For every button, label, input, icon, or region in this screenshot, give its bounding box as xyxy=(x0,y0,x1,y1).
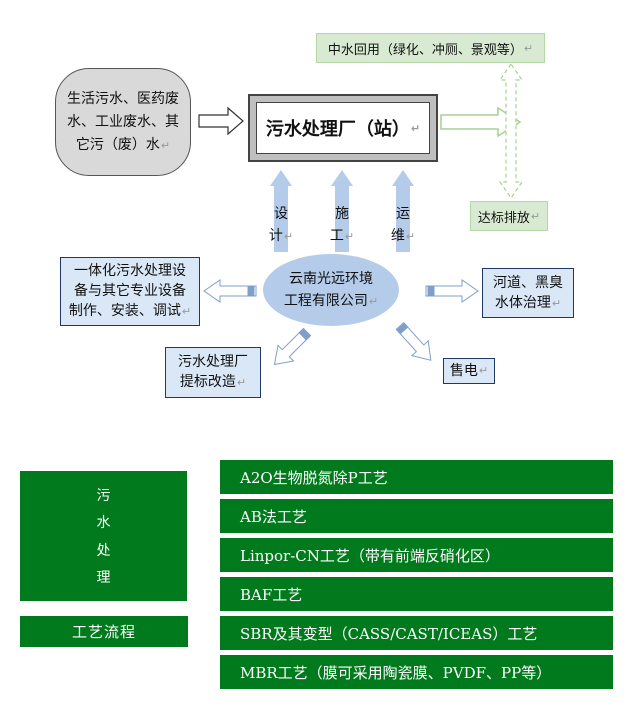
wastewater-source-node: 生活污水、医药废 水、工业废水、其 它污（废）水↵ xyxy=(55,68,191,176)
paragraph-mark: ↵ xyxy=(283,229,294,243)
to-power-arrow xyxy=(395,321,432,361)
equipment-line-2: 备与其它专业设备 xyxy=(74,283,186,299)
paragraph-mark: ↵ xyxy=(160,138,171,152)
source-to-plant-arrow xyxy=(198,106,244,136)
paragraph-mark: ↵ xyxy=(405,229,416,243)
to-equipment-arrow xyxy=(203,279,257,303)
discharge-label: 达标排放 xyxy=(477,210,530,226)
process-item: Linpor-CN工艺（带有前端反硝化区） xyxy=(220,538,613,572)
stage-construction: 施 工↵ xyxy=(328,200,356,250)
source-line-2: 水、工业废水、其 xyxy=(67,113,179,130)
process-item: SBR及其变型（CASS/CAST/ICEAS）工艺 xyxy=(220,616,613,650)
process-text: AB法工艺 xyxy=(240,507,307,526)
to-upgrade-arrow xyxy=(273,327,312,366)
sewage-char-4: 理 xyxy=(96,570,111,587)
process-item: AB法工艺 xyxy=(220,499,613,533)
paragraph-mark: ↵ xyxy=(523,41,534,55)
stage-design-char-2: 计 xyxy=(268,227,283,244)
equipment-line-1: 一体化污水处理设 xyxy=(74,263,186,279)
operation-up-arrow xyxy=(392,170,414,252)
paragraph-mark: ↵ xyxy=(368,294,379,308)
sewage-char-3: 处 xyxy=(96,542,111,559)
company-node: 云南光远环境 工程有限公司↵ xyxy=(263,254,399,326)
paragraph-mark: ↵ xyxy=(410,121,421,135)
company-line-2: 工程有限公司 xyxy=(283,292,368,309)
paragraph-mark: ↵ xyxy=(530,209,541,223)
sewage-treatment-panel: 污 水 处 理 xyxy=(20,471,187,601)
process-item: A2O生物脱氮除P工艺 xyxy=(220,460,613,494)
water-reuse-node: 中水回用（绿化、冲厕、景观等）↵ xyxy=(316,33,545,63)
river-line-1: 河道、黑臭 xyxy=(493,274,563,291)
process-text: MBR工艺（膜可采用陶瓷膜、PVDF、PP等） xyxy=(240,663,552,682)
process-text: SBR及其变型（CASS/CAST/ICEAS）工艺 xyxy=(240,624,538,643)
stage-operation-char-1: 运 xyxy=(396,205,410,222)
construction-up-arrow xyxy=(331,170,353,252)
design-up-arrow xyxy=(270,170,292,252)
process-flow-text: 工艺流程 xyxy=(71,623,136,641)
equipment-line-3: 制作、安装、调试 xyxy=(68,303,181,319)
power-label: 售电 xyxy=(449,363,478,379)
stage-construction-char-1: 施 xyxy=(335,205,349,222)
plant-label: 污水处理厂（站） xyxy=(265,119,410,140)
upgrade-line-2: 提标改造 xyxy=(179,374,236,390)
upgrade-line-1: 污水处理厂 xyxy=(178,354,248,370)
process-item: BAF工艺 xyxy=(220,577,613,611)
company-line-1: 云南光远环境 xyxy=(289,270,373,287)
paragraph-mark: ↵ xyxy=(344,229,355,243)
source-line-1: 生活污水、医药废 xyxy=(67,90,179,107)
stage-operation-char-2: 维 xyxy=(390,227,405,244)
river-line-2: 水体治理 xyxy=(494,294,551,311)
sewage-char-2: 水 xyxy=(96,515,111,532)
to-river-arrow xyxy=(425,279,479,303)
treatment-plant-node: 污水处理厂（站）↵ xyxy=(256,102,430,154)
process-flow-label: 工艺流程 xyxy=(20,616,188,647)
sewage-char-1: 污 xyxy=(96,487,111,504)
stage-design: 设 计↵ xyxy=(267,200,295,250)
paragraph-mark: ↵ xyxy=(551,296,562,310)
process-text: A2O生物脱氮除P工艺 xyxy=(240,468,388,487)
equipment-service-node: 一体化污水处理设 备与其它专业设备 制作、安装、调试↵ xyxy=(60,257,200,326)
paragraph-mark: ↵ xyxy=(236,376,247,389)
river-treatment-node: 河道、黑臭 水体治理↵ xyxy=(482,268,574,318)
reuse-label: 中水回用（绿化、冲厕、景观等） xyxy=(327,42,523,58)
source-line-3: 它污（废）水 xyxy=(75,136,160,153)
power-sales-node: 售电↵ xyxy=(443,358,495,384)
stage-operation: 运 维↵ xyxy=(389,200,417,250)
paragraph-mark: ↵ xyxy=(181,305,192,318)
process-text: BAF工艺 xyxy=(240,585,303,604)
stage-design-char-1: 设 xyxy=(274,205,288,222)
compliant-discharge-node: 达标排放↵ xyxy=(470,201,548,231)
process-item: MBR工艺（膜可采用陶瓷膜、PVDF、PP等） xyxy=(220,655,613,689)
stage-construction-char-2: 工 xyxy=(329,227,344,244)
plant-upgrade-node: 污水处理厂 提标改造↵ xyxy=(165,347,261,398)
paragraph-mark: ↵ xyxy=(478,364,489,377)
process-text: Linpor-CN工艺（带有前端反硝化区） xyxy=(240,546,500,565)
output-split-arrow xyxy=(498,62,524,200)
